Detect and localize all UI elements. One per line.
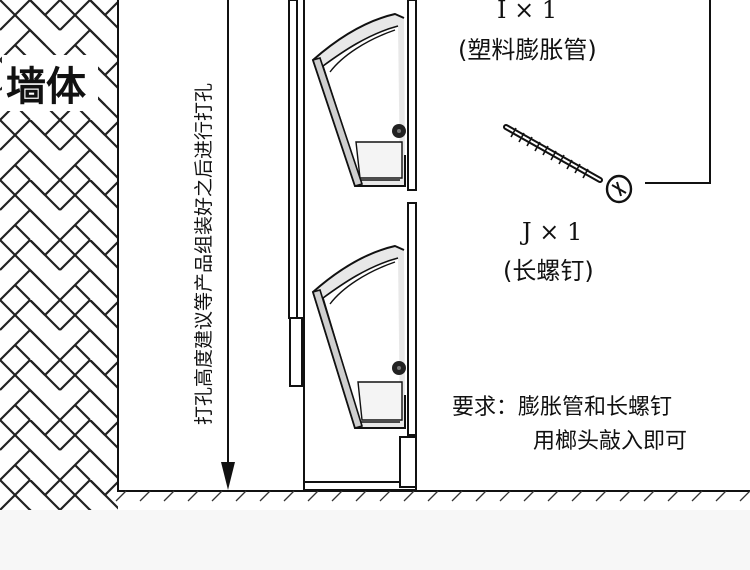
vertical-note: 打孔高度建议等产品组装好之后进行打孔: [193, 83, 215, 425]
part-j-name: (长螺钉): [503, 257, 594, 285]
wall-label: 墙体: [6, 64, 86, 110]
part-i-name: (塑料膨胀管): [458, 36, 597, 64]
part-j-count: J × 1: [519, 218, 582, 246]
height-arrow-head: [221, 462, 235, 490]
flip-drawer-lower: [311, 244, 406, 429]
part-i-count: I × 1: [497, 0, 557, 24]
shoe-cabinet: [303, 0, 417, 491]
post-foot: [289, 317, 303, 387]
support-post: [288, 0, 298, 319]
floor-hatch: [115, 490, 750, 502]
bottom-fade: [0, 510, 750, 570]
flip-drawer-upper: [311, 12, 406, 187]
requirement-line-2: 用榔头敲入即可: [533, 429, 687, 454]
callout-bracket: [645, 0, 711, 184]
requirement-line-1: 要求：膨胀管和长螺钉: [452, 395, 672, 420]
wall-label-backdrop: [2, 55, 98, 111]
long-screw-icon: [503, 124, 633, 204]
